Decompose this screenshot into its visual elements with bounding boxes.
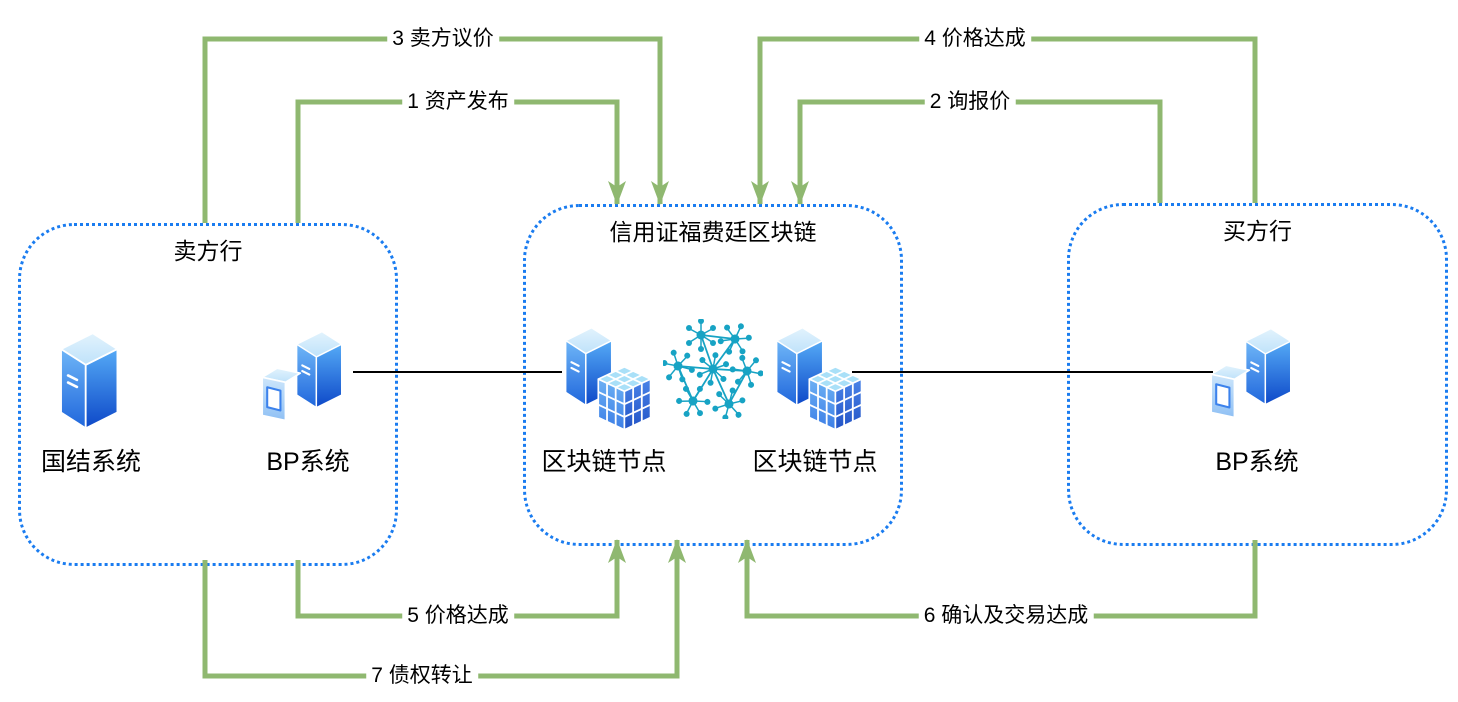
flow-2-path	[791, 99, 1163, 205]
flow-6-label: 6 确认及交易达成	[918, 603, 1094, 629]
bp-system-icon	[1211, 327, 1292, 419]
seller-bank-title: 卖方行	[173, 238, 243, 264]
flow-3-label: 3 卖方议价	[387, 26, 499, 52]
buyer-bank-group: 买方行 BP系统	[1067, 203, 1448, 546]
blockchain-node-icon	[775, 326, 863, 431]
server-icon	[59, 331, 119, 430]
blockchain-group: 信用证福费廷区块链 区块链节点 区块链节点	[523, 204, 903, 546]
flow-3-path	[202, 36, 669, 223]
buyer-bank-title: 买方行	[1223, 218, 1292, 244]
bp-system-icon	[262, 330, 343, 422]
network-icon	[663, 319, 763, 419]
blockchain-title: 信用证福费廷区块链	[609, 219, 817, 245]
blockchain-node-icon	[564, 326, 652, 431]
node-label: BP系统	[266, 448, 350, 476]
flow-4-label: 4 价格达成	[919, 26, 1031, 52]
node-label: 区块链节点	[752, 448, 878, 476]
node-label: 国结系统	[40, 448, 141, 476]
node-label: BP系统	[1215, 448, 1299, 476]
flow-1-label: 1 资产发布	[402, 89, 514, 115]
flow-5-label: 5 价格达成	[402, 603, 514, 629]
node-label: 区块链节点	[541, 448, 667, 476]
seller-bank-group: 卖方行 国结系统 BP系统	[18, 223, 398, 566]
flow-4-path	[751, 36, 1258, 205]
flow-7-label: 7 债权转让	[366, 663, 478, 689]
flow-2-label: 2 询报价	[924, 89, 1016, 115]
